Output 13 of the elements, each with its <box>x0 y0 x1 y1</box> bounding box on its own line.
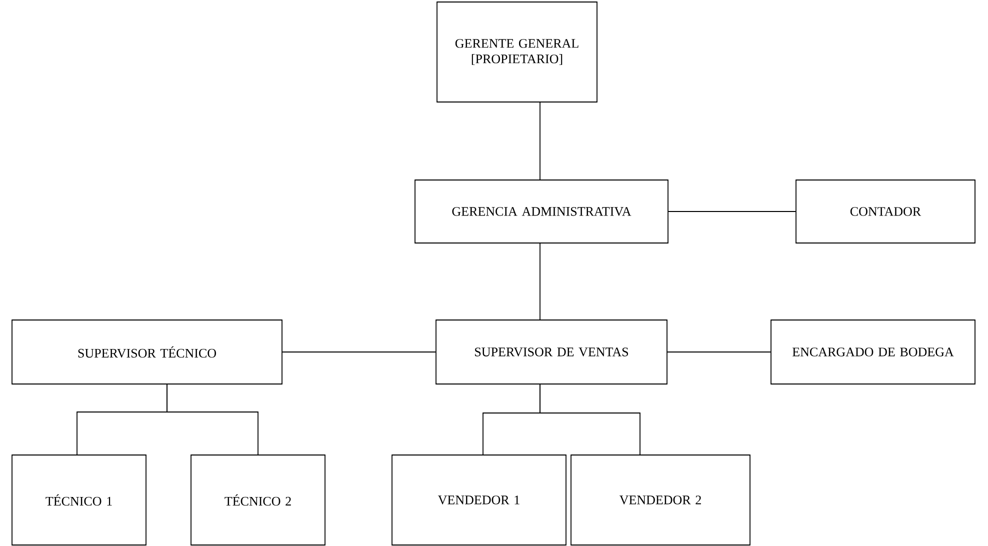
org-box: GERENCIA ADMINISTRATIVA <box>414 180 668 244</box>
org-box: SUPERVISOR TÉCNICO <box>12 320 282 384</box>
org-box: TÉCNICO 1 <box>12 454 146 546</box>
connector-line <box>166 384 258 455</box>
org-box: SUPERVISOR DE VENTAS <box>436 320 668 384</box>
connector-line <box>540 384 640 455</box>
org-box: VENDEDOR 2 <box>570 454 750 546</box>
org-box: ENCARGADO DE BODEGA <box>770 320 976 384</box>
org-box: GERENTE GENERAL [PROPIETARIO] <box>436 2 598 102</box>
org-box: CONTADOR <box>796 180 976 244</box>
org-box: TÉCNICO 2 <box>190 454 326 546</box>
org-box: VENDEDOR 1 <box>392 454 566 546</box>
connector-line <box>668 211 796 212</box>
